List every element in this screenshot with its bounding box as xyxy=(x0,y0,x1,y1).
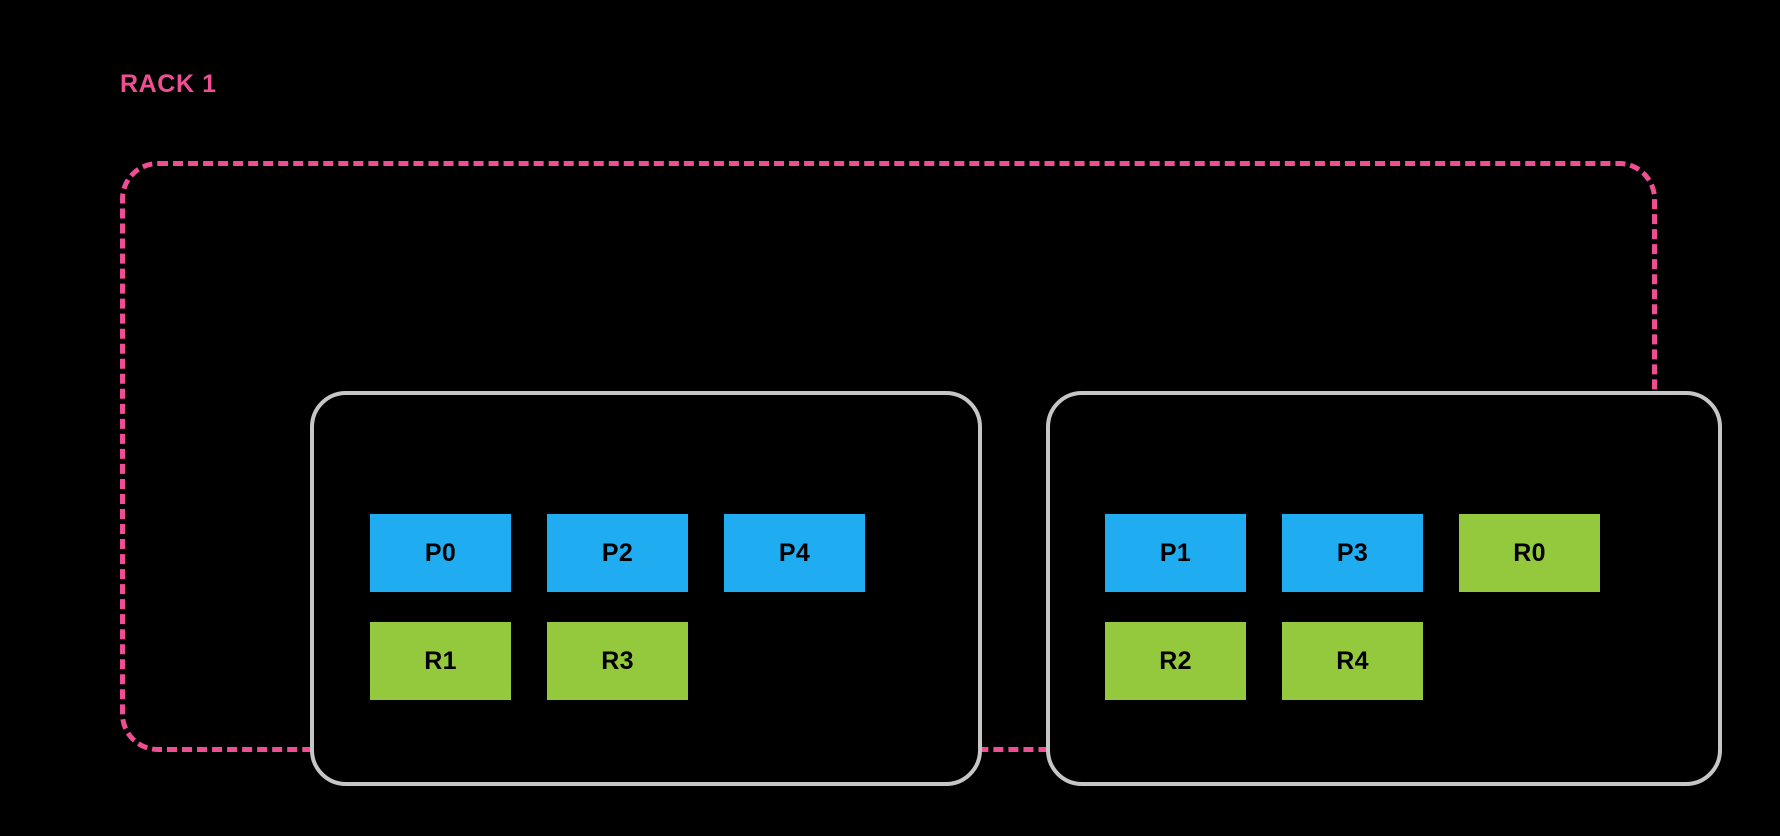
rack-container: P0 P2 P4 R1 R3 P xyxy=(120,161,1722,786)
shard-chip-label: R3 xyxy=(601,646,634,675)
shard-chip-label: P0 xyxy=(424,538,457,567)
shard-chip-label: R4 xyxy=(1336,646,1369,675)
shard-chip-r0[interactable]: R0 xyxy=(1459,514,1600,592)
node-2-replica-row: R2 R4 xyxy=(1105,622,1423,700)
shard-chip-r2[interactable]: R2 xyxy=(1105,622,1246,700)
shard-chip-label: R2 xyxy=(1159,646,1192,675)
shard-chip-p3[interactable]: P3 xyxy=(1282,514,1423,592)
shard-chip-label: R0 xyxy=(1513,538,1546,567)
shard-chip-p2[interactable]: P2 xyxy=(547,514,688,592)
rack-label: RACK 1 xyxy=(120,70,217,98)
shard-chip-label: R1 xyxy=(424,646,457,675)
node-1-replica-row: R1 R3 xyxy=(370,622,688,700)
node-container-1: P0 P2 P4 R1 R3 xyxy=(310,391,982,786)
shard-chip-label: P1 xyxy=(1159,538,1192,567)
shard-chip-r1[interactable]: R1 xyxy=(370,622,511,700)
node-2-primary-row: P1 P3 R0 xyxy=(1105,514,1600,592)
shard-chip-label: P4 xyxy=(778,538,811,567)
shard-chip-p1[interactable]: P1 xyxy=(1105,514,1246,592)
node-container-2: P1 P3 R0 R2 R4 xyxy=(1046,391,1722,786)
shard-chip-p4[interactable]: P4 xyxy=(724,514,865,592)
shard-chip-r3[interactable]: R3 xyxy=(547,622,688,700)
shard-chip-r4[interactable]: R4 xyxy=(1282,622,1423,700)
shard-chip-label: P3 xyxy=(1336,538,1369,567)
node-1-primary-row: P0 P2 P4 xyxy=(370,514,865,592)
shard-chip-label: P2 xyxy=(601,538,634,567)
shard-chip-p0[interactable]: P0 xyxy=(370,514,511,592)
